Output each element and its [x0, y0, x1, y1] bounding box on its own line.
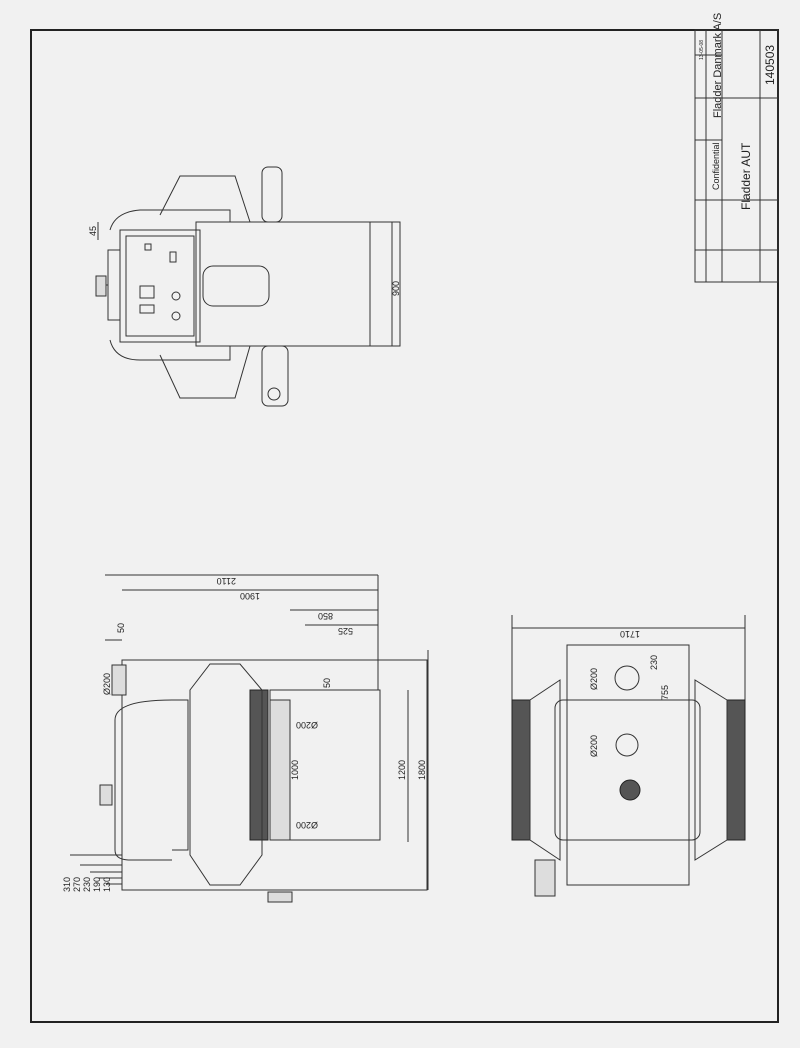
- dim-label: 230: [82, 877, 92, 892]
- side-view-drawing: 2110 1900 850 525 50 Ø200 50 Ø200 1000 Ø…: [62, 574, 429, 903]
- title-block: Fladder Danmark A/S Confidential Fladder…: [694, 13, 779, 283]
- dim-label: 525: [338, 626, 353, 636]
- dim-label: 755: [660, 685, 670, 700]
- dim-label: Ø200: [589, 735, 599, 757]
- dim-label: 50: [116, 623, 126, 633]
- dim-label: Ø200: [296, 820, 318, 830]
- dim-label: 270: [72, 877, 82, 892]
- dim-label: Ø200: [589, 668, 599, 690]
- drawing-number: 140503: [763, 45, 777, 85]
- classification-label: Confidential: [711, 142, 721, 190]
- dim-label: 1800: [417, 760, 427, 780]
- drawing-date: 13-05-08: [699, 40, 705, 60]
- dim-label: 900: [391, 281, 401, 296]
- dim-label: 130: [102, 877, 112, 892]
- dim-label: Ø200: [296, 720, 318, 730]
- dim-label: 50: [322, 678, 332, 688]
- top-view-drawing: 45 900: [88, 166, 401, 407]
- front-view-drawing: 1710 Ø200 230 755 Ø200: [511, 615, 746, 897]
- drawing-frame: [30, 29, 779, 1023]
- dim-label: 310: [62, 877, 72, 892]
- dim-label: 45: [88, 226, 98, 236]
- dim-label: 1200: [397, 760, 407, 780]
- company-name: Fladder Danmark A/S: [712, 13, 724, 118]
- dim-label: 1000: [290, 760, 300, 780]
- dim-label: Ø200: [102, 673, 112, 695]
- dim-label: 230: [649, 655, 659, 670]
- dim-label: 1900: [240, 591, 260, 601]
- dim-label: 850: [318, 611, 333, 621]
- dim-label: 2110: [217, 576, 236, 586]
- drawing-title: Fladder AUT: [739, 142, 753, 210]
- dim-label: 1710: [620, 629, 640, 639]
- dim-label: 190: [92, 877, 102, 892]
